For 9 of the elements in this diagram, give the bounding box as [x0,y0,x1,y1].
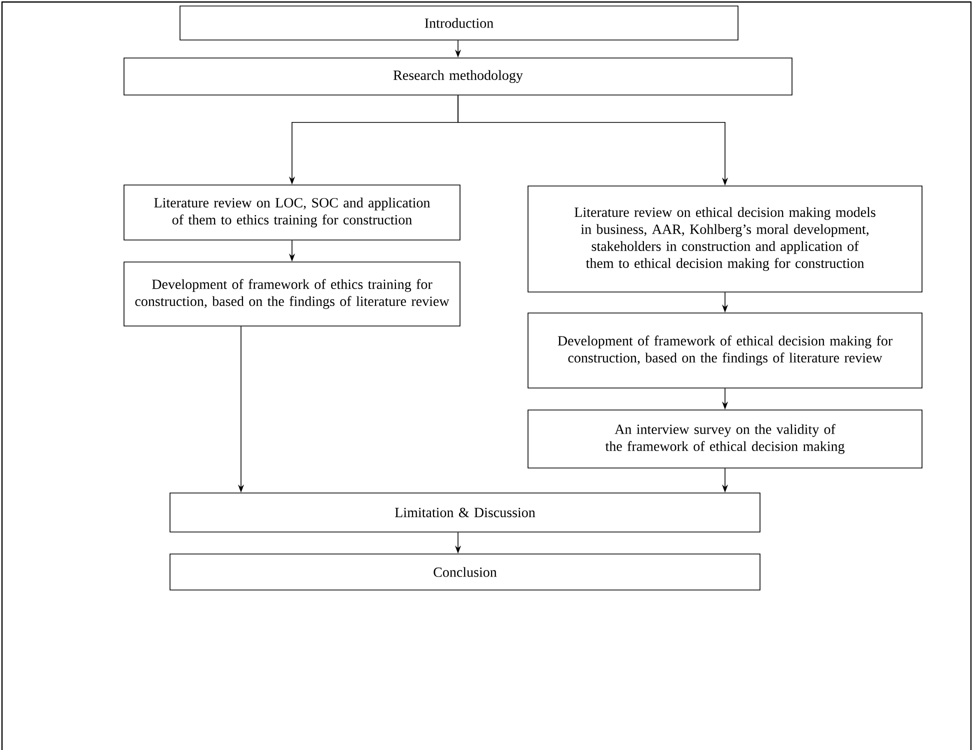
process-box: An interview survey on the validity of the framework of ethical decision making [528,410,922,468]
process-box: Literature review on ethical decision making models in business, AAR, Kohlberg’s moral development, stakeholders in construction and application of them to ethical decision making for construction [528,186,922,292]
process-box: Introduction [180,6,738,40]
process-box: Literature review on LOC, SOC and application of them to ethics training for construction [124,184,460,240]
process-box: Development of framework of ethical decision making for construction, based on the findings of literature review [528,312,922,388]
process-box: Limitation & Discussion [170,492,760,532]
process-box: Research methodology [124,58,792,96]
process-box: Conclusion [170,554,760,590]
process-box: Development of framework of ethics training for construction, based on the findings of literature review [124,262,460,326]
